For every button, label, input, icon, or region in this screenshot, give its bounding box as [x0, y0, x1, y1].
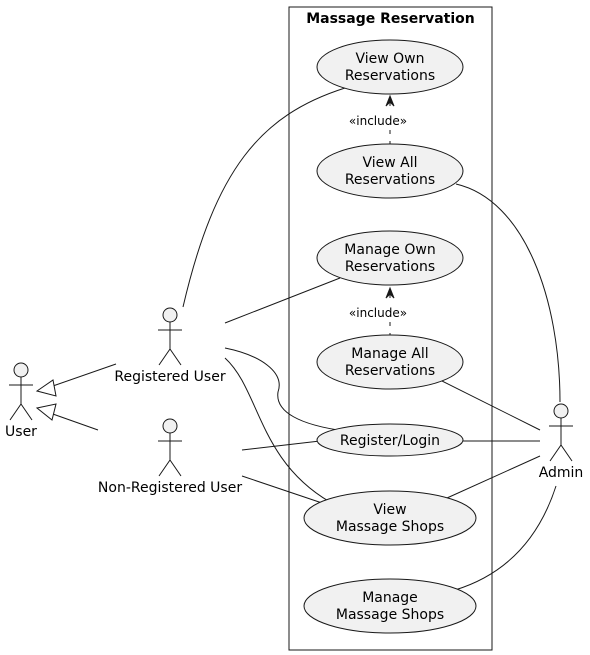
- actor-label: Admin: [539, 465, 584, 481]
- use-case-label: View Own: [355, 51, 424, 67]
- use-case-label: Massage Shops: [336, 607, 444, 623]
- use-case-label: Reservations: [345, 363, 435, 379]
- assoc-registered-view-own: [182, 87, 346, 308]
- assoc-registered-manage-own: [224, 277, 341, 324]
- include-label-view: «include»: [349, 114, 407, 128]
- assoc-admin-manage-all: [439, 379, 541, 431]
- include-manage-arrowhead: [385, 286, 395, 299]
- assoc-registered-view-shops: [224, 357, 331, 503]
- use-case-label: Manage Own: [344, 242, 435, 258]
- use-case-label: Reservations: [345, 259, 435, 275]
- generalization-registered-user: [49, 363, 117, 388]
- generalization-nonreg-user: [49, 412, 99, 431]
- actor-non-registered-user[interactable]: Non-Registered User: [98, 418, 242, 496]
- assoc-admin-manage-shops: [454, 485, 557, 591]
- assoc-admin-view-shops: [446, 455, 541, 499]
- actor-label: Non-Registered User: [98, 480, 242, 496]
- generalization-nonreg-arrowhead: [35, 403, 57, 421]
- assoc-admin-view-all: [455, 183, 561, 403]
- use-case-label: Massage Shops: [336, 519, 444, 535]
- use-case-view-massage-shops[interactable]: View Massage Shops: [303, 490, 477, 546]
- actor-label: Registered User: [114, 369, 225, 385]
- assoc-nonreg-view-shops: [241, 475, 329, 506]
- actor-label: User: [5, 424, 37, 440]
- use-case-label: Register/Login: [340, 433, 440, 449]
- use-case-manage-own-reservations[interactable]: Manage Own Reservations: [316, 230, 464, 286]
- use-case-label: View: [373, 502, 406, 518]
- use-case-view-all-reservations[interactable]: View All Reservations: [316, 143, 464, 199]
- use-case-manage-all-reservations[interactable]: Manage All Reservations: [316, 334, 464, 390]
- use-case-label: View All: [362, 155, 417, 171]
- include-label-manage: «include»: [349, 306, 407, 320]
- include-view-arrowhead: [385, 94, 395, 107]
- use-case-register-login[interactable]: Register/Login: [316, 423, 464, 457]
- actor-user[interactable]: User: [5, 362, 37, 440]
- assoc-registered-register: [224, 347, 346, 432]
- use-case-label: Manage All: [351, 346, 428, 362]
- use-case-view-own-reservations[interactable]: View Own Reservations: [316, 39, 464, 95]
- system-title: Massage Reservation: [306, 11, 475, 27]
- actor-admin[interactable]: Admin: [539, 403, 584, 481]
- use-case-label: Reservations: [345, 68, 435, 84]
- use-case-label: Reservations: [345, 172, 435, 188]
- use-case-manage-massage-shops[interactable]: Manage Massage Shops: [303, 578, 477, 634]
- use-case-label: Manage: [362, 590, 418, 606]
- generalization-registered-arrowhead: [35, 379, 57, 397]
- actor-registered-user[interactable]: Registered User: [114, 307, 226, 385]
- assoc-nonreg-register: [241, 440, 321, 451]
